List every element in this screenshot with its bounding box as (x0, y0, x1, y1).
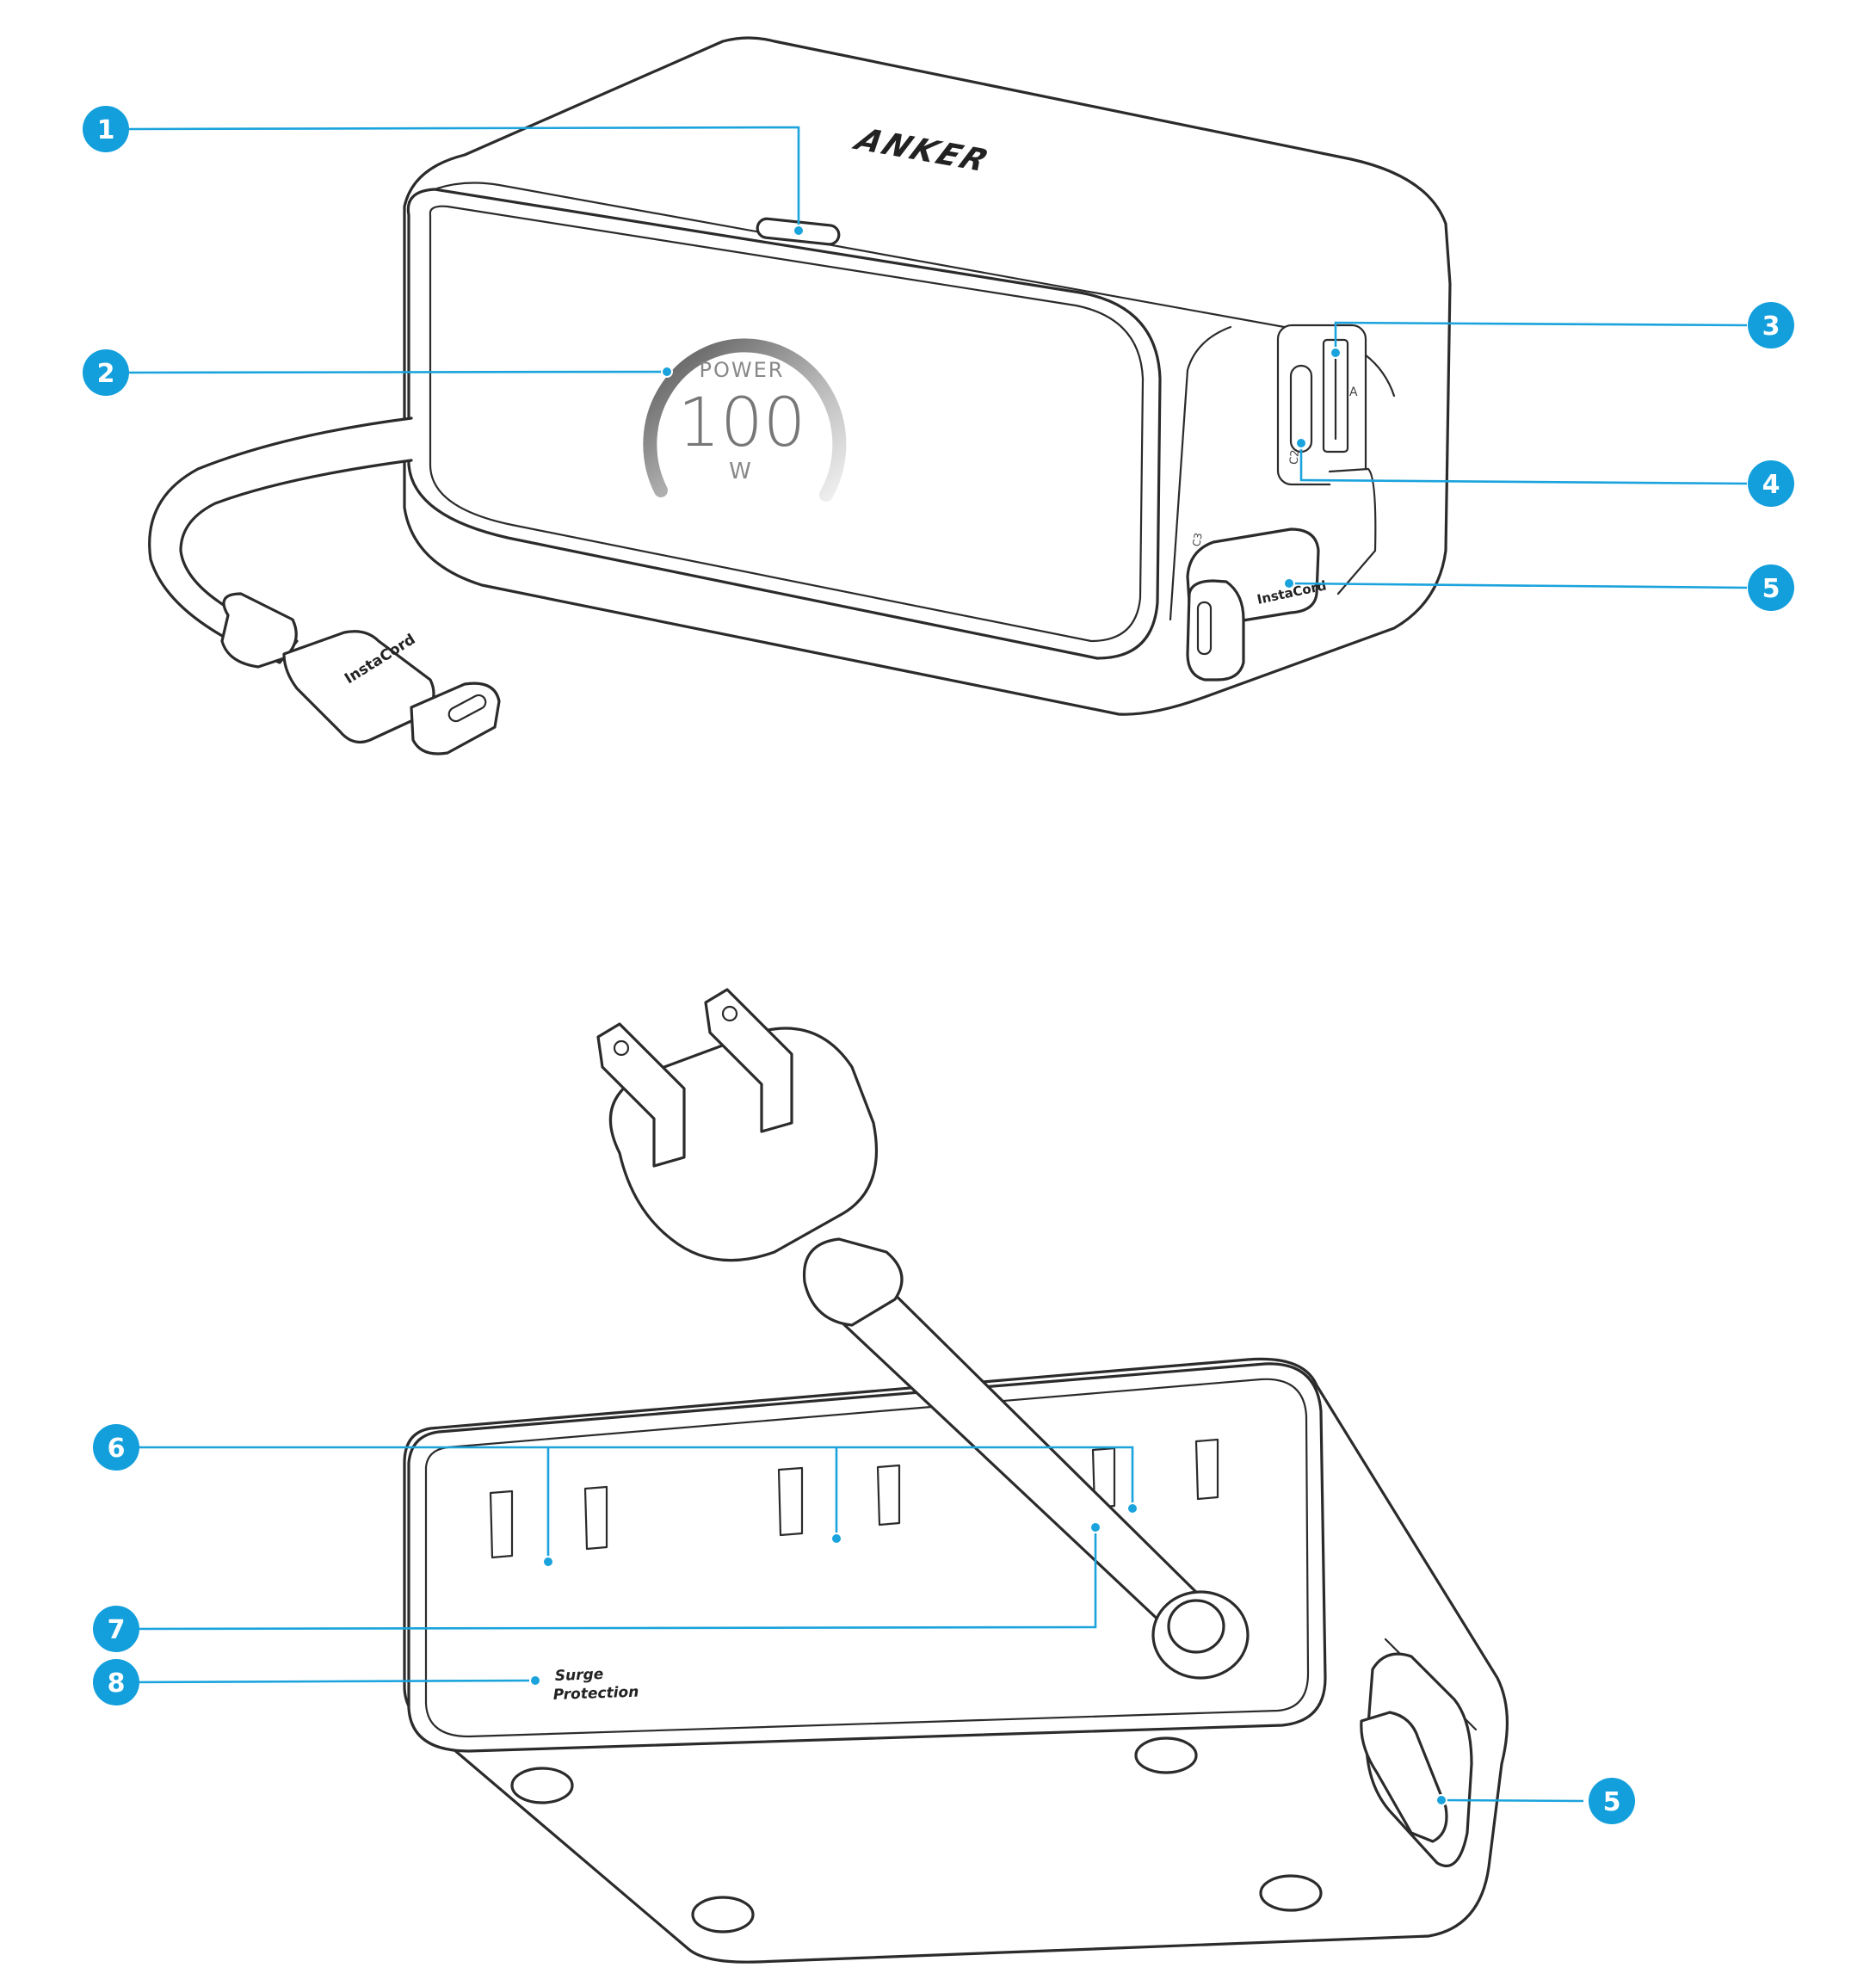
surge-label-line1: Surge (554, 1666, 603, 1685)
top-port-group: A C2 (1276, 324, 1367, 486)
ac-outlets (489, 1438, 1219, 1559)
side-port-plug (1360, 1711, 1448, 1843)
display-unit: W (729, 459, 751, 484)
callout-badge-2: 2 (83, 349, 129, 396)
port-label-c2: C2 (1288, 449, 1302, 466)
callout-line-3 (1334, 321, 1748, 353)
callout-badges: 1 2 3 4 5 6 7 8 (83, 106, 1794, 1824)
callout-line-1 (128, 126, 800, 231)
callout-badge-5-top: 5 (1748, 564, 1794, 611)
side-face-edge (1169, 325, 1232, 621)
foot-4 (1259, 1874, 1323, 1912)
svg-text:3: 3 (1762, 311, 1780, 342)
front-panel-inner (429, 205, 1145, 643)
instacord-cable: InstaCord (148, 416, 501, 756)
callout-line-8 (124, 1679, 536, 1684)
callout-badge-5-bottom: 5 (1589, 1778, 1635, 1824)
display-value: 100 (678, 385, 806, 462)
callout-line-5a (1288, 582, 1748, 589)
ac-plug-prong-left (596, 1022, 686, 1168)
callout-badge-4: 4 (1748, 460, 1794, 507)
callout-badge-8: 8 (93, 1659, 139, 1705)
ac-power-cord (596, 988, 1250, 1680)
foot-1 (510, 1767, 574, 1804)
side-instacord-port: InstaCord C3 (1186, 467, 1377, 682)
svg-text:5: 5 (1762, 574, 1780, 604)
cable-strain-relief (220, 592, 298, 669)
bottom-side-port (1360, 1638, 1478, 1868)
callout-line-6 (125, 1446, 1134, 1562)
svg-text:6: 6 (108, 1434, 126, 1464)
svg-text:1: 1 (97, 115, 115, 145)
ac-outlet-1 (489, 1485, 608, 1559)
surge-label-line2: Protection (552, 1684, 639, 1704)
foot-2 (1134, 1736, 1198, 1774)
callout-lines (124, 126, 1748, 1806)
bottom-device: Surge Protection (403, 988, 1509, 1964)
callout-line-5b (1441, 1798, 1584, 1803)
callout-badge-1: 1 (83, 106, 129, 152)
power-display: POWER 100 W (643, 338, 847, 502)
svg-text:5: 5 (1603, 1787, 1621, 1817)
ac-plug-prong-right (704, 988, 793, 1133)
ac-outlet-3 (1091, 1438, 1219, 1509)
callout-line-2 (128, 370, 668, 374)
svg-text:4: 4 (1762, 470, 1780, 500)
callout-line-4 (1299, 443, 1748, 485)
callout-badge-6: 6 (93, 1424, 139, 1471)
cord-strain-relief (802, 1237, 904, 1327)
display-label: POWER (700, 358, 785, 382)
svg-text:2: 2 (97, 359, 115, 389)
callout-badge-3: 3 (1748, 302, 1794, 348)
side-usb-c-plug (1186, 579, 1245, 682)
ac-outlet-2 (777, 1464, 901, 1537)
callout-line-7 (124, 1527, 1097, 1631)
callout-badge-7: 7 (93, 1606, 139, 1652)
svg-text:8: 8 (108, 1668, 126, 1699)
port-label-a: A (1349, 385, 1358, 399)
port-label-c3: C3 (1190, 532, 1205, 547)
svg-text:7: 7 (108, 1615, 126, 1645)
foot-3 (691, 1896, 755, 1934)
top-device: POWER 100 W ANKER A C2 InstaCord C3 (148, 36, 1452, 756)
